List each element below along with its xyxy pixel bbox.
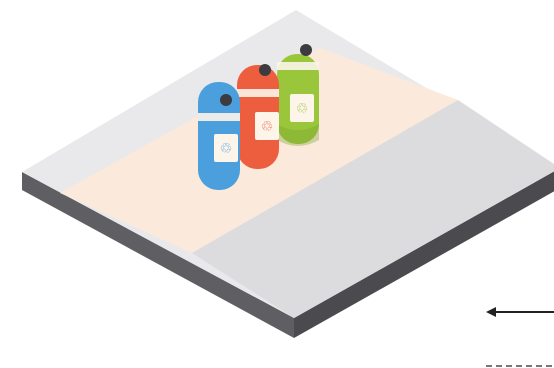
red-bin: ♲ bbox=[237, 64, 279, 169]
recycle-symbol-icon: ♲ bbox=[220, 140, 233, 156]
bin-opening-dot bbox=[300, 44, 312, 56]
blue-bin: ♲ bbox=[198, 82, 240, 190]
bin-opening-dot bbox=[259, 64, 271, 76]
left-arrow-icon bbox=[486, 307, 554, 317]
recycle-symbol-icon: ♲ bbox=[296, 100, 309, 116]
bin-opening-dot bbox=[220, 94, 232, 106]
recycle-symbol-icon: ♲ bbox=[261, 118, 274, 134]
